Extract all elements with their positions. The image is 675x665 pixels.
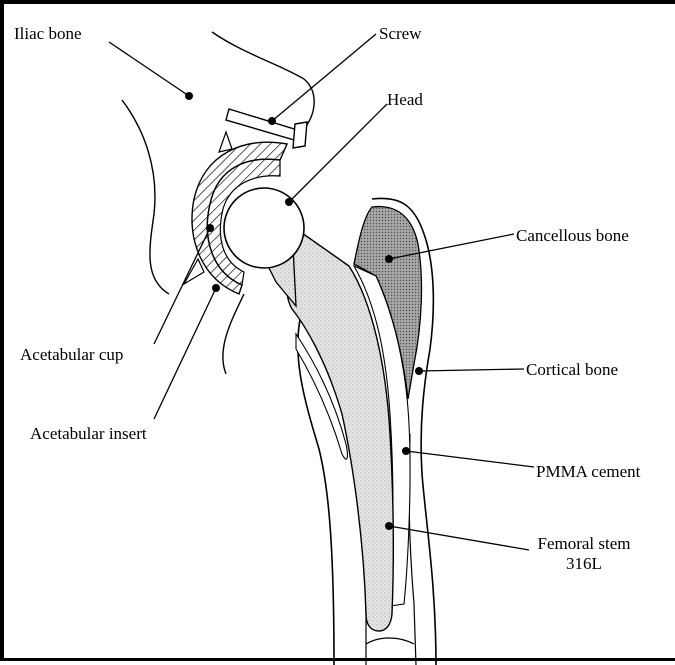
acetabular-cup-spike-top [219, 132, 232, 152]
label-femoral-stem: Femoral stem 316L [524, 534, 644, 574]
label-femoral-stem-line1: Femoral stem [524, 534, 644, 554]
label-cancellous-bone: Cancellous bone [516, 226, 629, 246]
label-femoral-stem-line2: 316L [524, 554, 644, 574]
label-iliac-bone: Iliac bone [14, 24, 82, 44]
acetabular-cup-spike-bottom [184, 259, 204, 284]
label-acetabular-insert: Acetabular insert [30, 424, 147, 444]
label-acetabular-cup: Acetabular cup [20, 345, 123, 365]
label-head: Head [387, 90, 423, 110]
label-pmma-cement: PMMA cement [536, 462, 675, 482]
label-screw: Screw [379, 24, 421, 44]
label-cortical-bone: Cortical bone [526, 360, 618, 380]
